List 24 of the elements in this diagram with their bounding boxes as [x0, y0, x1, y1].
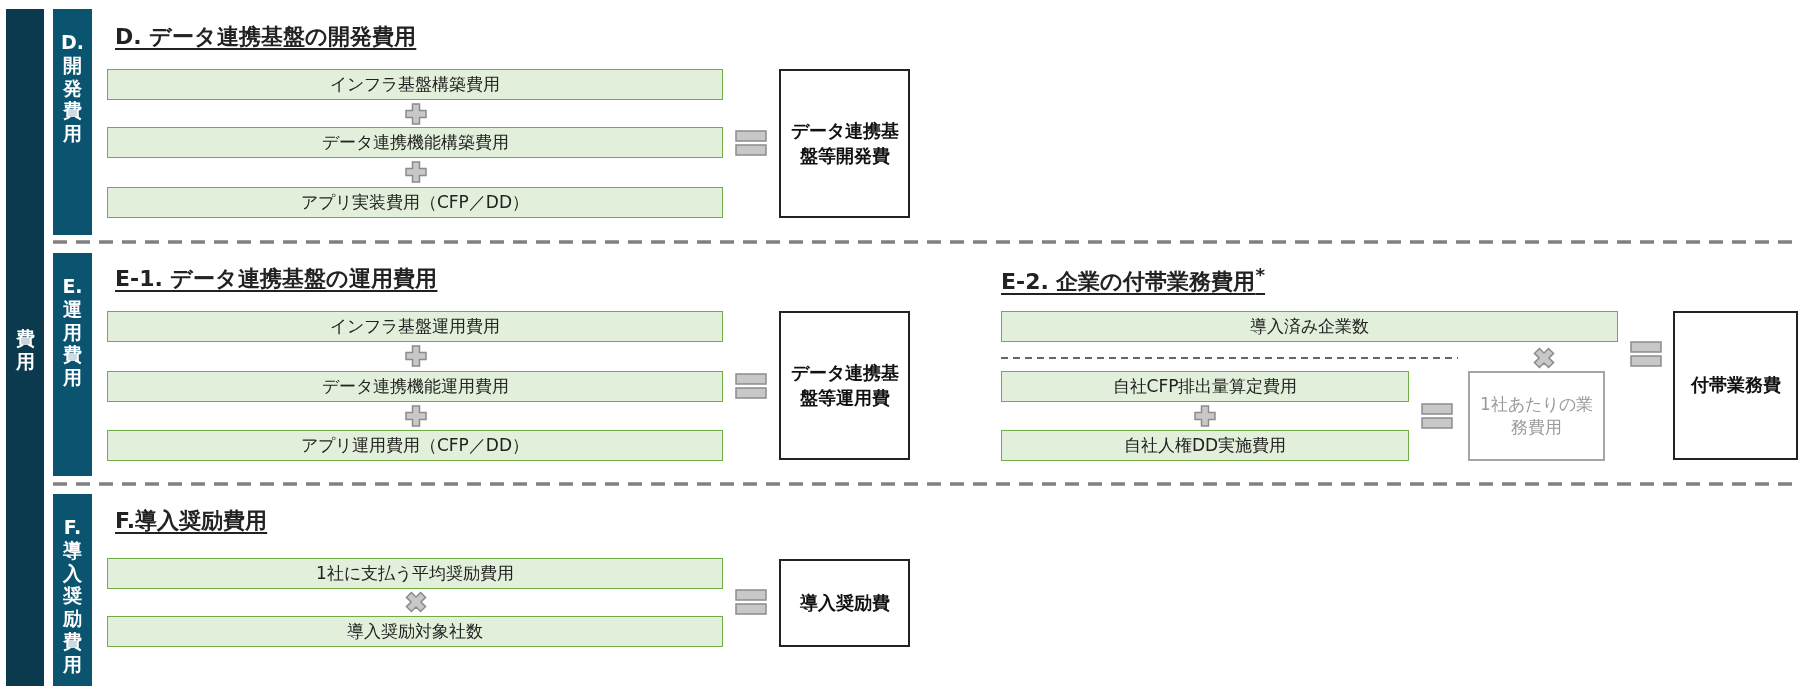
- cost-item-box: インフラ基盤運用費用: [107, 311, 723, 342]
- cost-item-box: アプリ運用費用（CFP／DD）: [107, 430, 723, 461]
- section-tab: E. 運用費用: [53, 253, 92, 476]
- result-box: 導入奨励費: [779, 559, 910, 647]
- intermediate-box: 1社あたりの業務費用: [1468, 371, 1605, 461]
- cost-item-box: 自社人権DD実施費用: [1001, 430, 1409, 461]
- section-heading: E-2. 企業の付帯業務費用$^{*}$: [1001, 264, 1266, 297]
- cost-item-box: アプリ実装費用（CFP／DD）: [107, 187, 723, 218]
- section-heading: F.導入奨励費用: [115, 507, 268, 535]
- category-sidebar: 費用: [6, 9, 44, 686]
- result-box: 付帯業務費: [1673, 311, 1798, 460]
- cost-item-box: 導入奨励対象社数: [107, 616, 723, 647]
- section-tab: F. 導入奨励費用: [53, 494, 92, 686]
- section-tab: D. 開発費用: [53, 9, 92, 235]
- result-box: データ連携基盤等開発費: [779, 69, 910, 218]
- section-heading: E-1. データ連携基盤の運用費用: [115, 265, 438, 293]
- cost-item-box: 1社に支払う平均奨励費用: [107, 558, 723, 589]
- cost-item-box: 自社CFP排出量算定費用: [1001, 371, 1409, 402]
- cost-item-box: データ連携機能運用費用: [107, 371, 723, 402]
- cost-item-box: 導入済み企業数: [1001, 311, 1618, 342]
- section-heading: D. データ連携基盤の開発費用: [115, 23, 417, 51]
- cost-item-box: データ連携機能構築費用: [107, 127, 723, 158]
- result-box: データ連携基盤等運用費: [779, 311, 910, 460]
- cost-item-box: インフラ基盤構築費用: [107, 69, 723, 100]
